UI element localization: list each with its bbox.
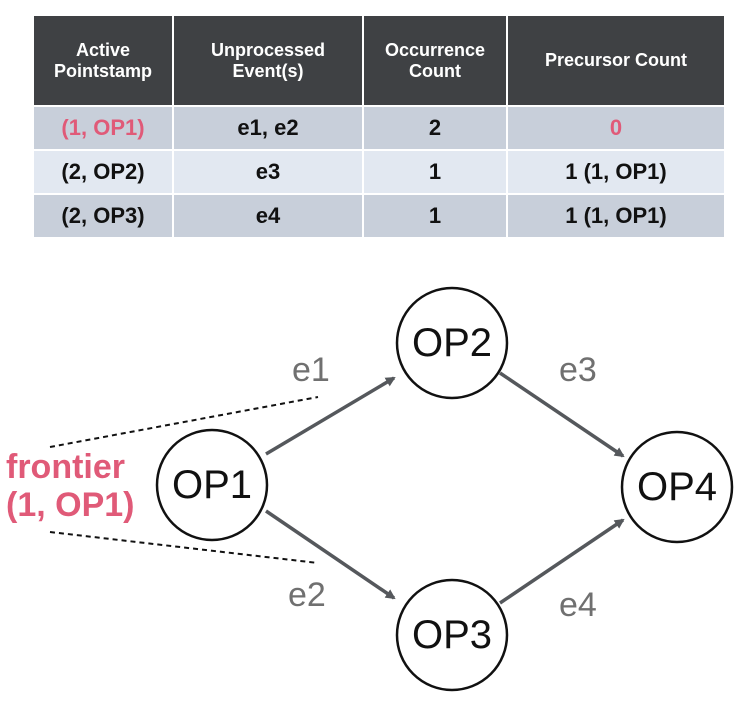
- cell-precursor: 1 (1, OP1): [508, 149, 724, 193]
- header-active-pointstamp: Active Pointstamp: [34, 16, 174, 105]
- cell-precursor: 1 (1, OP1): [508, 193, 724, 237]
- node-op4: OP4: [620, 430, 734, 544]
- header-precursor-count: Precursor Count: [508, 16, 724, 105]
- frontier-label: frontier: [6, 448, 125, 486]
- edge-op2-op4: [499, 371, 625, 458]
- cell-pointstamp: (1, OP1): [34, 105, 174, 149]
- cell-pointstamp: (2, OP2): [34, 149, 174, 193]
- frontier-dash-lower: [49, 531, 319, 564]
- edge-label-e1: e1: [292, 351, 330, 389]
- table-row: (2, OP3) e4 1 1 (1, OP1): [34, 193, 724, 237]
- pointstamp-table: Active Pointstamp Unprocessed Event(s) O…: [34, 16, 724, 237]
- cell-pointstamp: (2, OP3): [34, 193, 174, 237]
- node-op1: OP1: [155, 428, 269, 542]
- edge-op1-op2: [265, 376, 396, 456]
- edge-op3-op4: [499, 518, 625, 605]
- frontier-dash-upper: [49, 396, 319, 448]
- cell-events: e3: [174, 149, 364, 193]
- cell-occurrence: 1: [364, 149, 508, 193]
- frontier-pointstamp-label: (1, OP1): [6, 486, 134, 524]
- edge-label-e3: e3: [559, 351, 597, 389]
- table-header-row: Active Pointstamp Unprocessed Event(s) O…: [34, 16, 724, 105]
- cell-precursor: 0: [508, 105, 724, 149]
- cell-occurrence: 1: [364, 193, 508, 237]
- node-op3-label: OP3: [412, 613, 492, 657]
- header-occurrence-count: Occurrence Count: [364, 16, 508, 105]
- node-op1-label: OP1: [172, 463, 252, 507]
- cell-occurrence: 2: [364, 105, 508, 149]
- edge-label-e4: e4: [559, 586, 597, 624]
- edge-label-e2: e2: [288, 576, 326, 614]
- node-op4-label: OP4: [637, 465, 717, 509]
- header-unprocessed-events: Unprocessed Event(s): [174, 16, 364, 105]
- cell-events: e1, e2: [174, 105, 364, 149]
- cell-events: e4: [174, 193, 364, 237]
- table-row: (2, OP2) e3 1 1 (1, OP1): [34, 149, 724, 193]
- node-op2: OP2: [395, 286, 509, 400]
- table-row: (1, OP1) e1, e2 2 0: [34, 105, 724, 149]
- edge-op1-op3: [265, 509, 396, 600]
- node-op2-label: OP2: [412, 321, 492, 365]
- node-op3: OP3: [395, 578, 509, 692]
